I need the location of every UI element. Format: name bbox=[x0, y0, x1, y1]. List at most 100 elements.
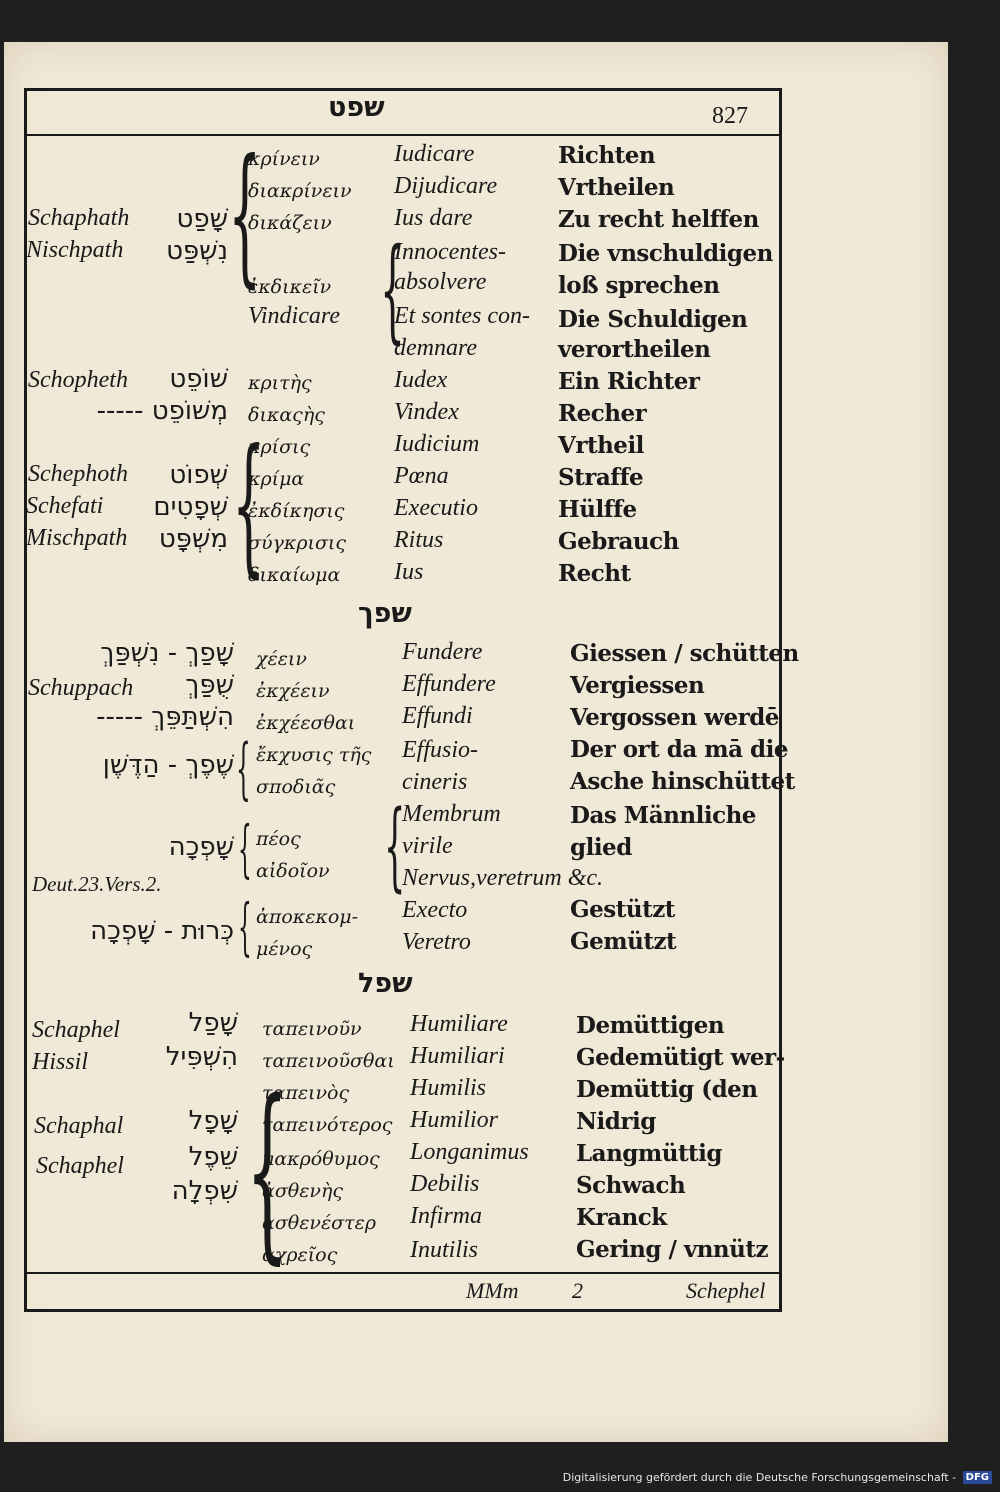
credit-text: Digitalisierung gefördert durch die Deut… bbox=[562, 1470, 957, 1484]
latin-equivalent: Et sontes con- bbox=[394, 303, 530, 329]
transliteration: Schaphel bbox=[36, 1153, 124, 1179]
german-equivalent: verortheilen bbox=[558, 336, 711, 363]
greek-equivalent: ἐκδικεῖν bbox=[248, 276, 332, 298]
latin-equivalent: Debilis bbox=[410, 1171, 480, 1197]
greek-equivalent: μακρόθυμος bbox=[262, 1148, 380, 1170]
greek-equivalent: ἐκχέειν bbox=[256, 680, 330, 702]
transliteration: Schuppach bbox=[28, 675, 134, 701]
german-equivalent: Schwach bbox=[576, 1172, 686, 1199]
hebrew-headword: כְּרוּת - שָׁפְכָה bbox=[90, 916, 234, 946]
greek-equivalent: ἀποκεκομ- bbox=[256, 906, 359, 928]
latin-equivalent: Effundi bbox=[402, 703, 473, 729]
brace-left-6: { bbox=[238, 812, 252, 885]
german-equivalent: Gering / vnnütz bbox=[576, 1236, 769, 1263]
brace-left-3: { bbox=[232, 418, 266, 592]
latin-equivalent: Ius bbox=[394, 559, 424, 585]
header-rule bbox=[24, 134, 782, 136]
greek-equivalent: σποδιᾶς bbox=[256, 776, 336, 798]
greek-equivalent: ταπεινὸς bbox=[262, 1082, 350, 1104]
hebrew-headword: שָׁפְכָה bbox=[168, 832, 234, 862]
latin-equivalent: Iudicare bbox=[394, 141, 475, 167]
german-equivalent: Ein Richter bbox=[558, 368, 700, 395]
greek-equivalent: μένος bbox=[256, 938, 313, 960]
greek-equivalent: διακρίνειν bbox=[248, 180, 352, 202]
greek-equivalent: ἔκχυσις τῆς bbox=[256, 744, 372, 766]
german-equivalent: Richten bbox=[558, 142, 656, 169]
greek-equivalent: πέος bbox=[256, 828, 301, 850]
latin-equivalent: Innocentes- bbox=[394, 239, 506, 265]
transliteration: Hissil bbox=[32, 1049, 89, 1075]
book-page bbox=[4, 42, 948, 1442]
latin-equivalent: demnare bbox=[394, 335, 478, 361]
german-equivalent: Vergiessen bbox=[570, 672, 705, 699]
german-equivalent: Vrtheilen bbox=[558, 174, 675, 201]
latin-equivalent: Pœna bbox=[394, 463, 449, 489]
greek-equivalent: δικαίωμα bbox=[248, 564, 341, 586]
transliteration: Schephoth bbox=[28, 461, 128, 487]
page-frame bbox=[24, 88, 782, 1312]
greek-equivalent: ἐκδίκησις bbox=[248, 500, 345, 522]
latin-equivalent: Humilior bbox=[410, 1107, 499, 1133]
greek-equivalent: σύγκρισις bbox=[248, 532, 347, 554]
german-equivalent: Demüttigen bbox=[576, 1012, 725, 1039]
german-equivalent: Die Schuldigen bbox=[558, 306, 748, 333]
greek-equivalent: ἀχρεῖος bbox=[262, 1244, 338, 1266]
hebrew-headword: שְׁפוֹט bbox=[169, 460, 228, 490]
section-title-hebrew: שפך bbox=[358, 598, 412, 629]
hebrew-headword: שֶׁפֶךְ - הַדֶּשֶׁן bbox=[102, 750, 234, 780]
latin-equivalent: Humilis bbox=[410, 1075, 487, 1101]
greek-equivalent: ἐκχέεσθαι bbox=[256, 712, 356, 734]
latin-equivalent: Executio bbox=[394, 495, 478, 521]
hebrew-headword: שָׁפַל bbox=[188, 1008, 238, 1038]
hebrew-headword: שָׁפַךְ - נִשְׁפַּךְ bbox=[100, 638, 234, 668]
transliteration: Schefati bbox=[26, 493, 104, 519]
greek-equivalent: δικαςὴς bbox=[248, 404, 325, 426]
signature-mark: MMm bbox=[466, 1278, 519, 1303]
transliteration: Nischpath bbox=[26, 237, 124, 263]
german-equivalent: Gebrauch bbox=[558, 528, 679, 555]
german-equivalent: Zu recht helffen bbox=[558, 206, 759, 233]
latin-equivalent: Humiliari bbox=[410, 1043, 505, 1069]
footer-rule bbox=[24, 1272, 782, 1274]
greek-equivalent: κρίμα bbox=[248, 468, 305, 490]
hebrew-headword: שְׁפָטִים bbox=[153, 492, 228, 522]
latin-equivalent: Ius dare bbox=[394, 205, 473, 231]
german-equivalent: Asche hinschüttet bbox=[570, 768, 795, 795]
hebrew-headword: שֻׁפַּךְ bbox=[185, 670, 234, 700]
greek-equivalent: ταπεινοῦσθαι bbox=[262, 1050, 395, 1072]
digitization-credit: Digitalisierung gefördert durch die Deut… bbox=[562, 1470, 992, 1484]
latin-equivalent: Fundere bbox=[402, 639, 483, 665]
transliteration: Schaphal bbox=[34, 1113, 124, 1139]
latin-equivalent: Vindex bbox=[394, 399, 459, 425]
brace-left-2: { bbox=[380, 225, 405, 355]
german-equivalent: Vrtheil bbox=[558, 432, 644, 459]
greek-equivalent: ταπεινότερος bbox=[262, 1114, 393, 1136]
section-title-hebrew: שפל bbox=[358, 968, 413, 999]
latin-equivalent: Inutilis bbox=[410, 1237, 479, 1263]
german-equivalent: Recht bbox=[558, 560, 631, 587]
greek-equivalent: ἀσθενέστερ bbox=[262, 1212, 377, 1234]
brace-left-4: { bbox=[236, 730, 251, 807]
greek-equivalent: δικάζειν bbox=[248, 212, 332, 234]
latin-equivalent: Dijudicare bbox=[394, 173, 498, 199]
frame-tick bbox=[24, 96, 26, 118]
latin-equivalent: Iudex bbox=[394, 367, 448, 393]
german-equivalent: Das Männliche bbox=[570, 802, 756, 829]
german-equivalent: Gestützt bbox=[570, 896, 675, 923]
german-equivalent: Recher bbox=[558, 400, 647, 427]
hebrew-headword: הִשְׁתַּפֵּךְ ----- bbox=[96, 702, 234, 732]
hebrew-headword: שָׁפַט bbox=[176, 204, 228, 234]
latin-equivalent: Execto bbox=[402, 897, 468, 923]
german-equivalent: Der ort da mā die bbox=[570, 736, 789, 763]
greek-equivalent: κρίσις bbox=[248, 436, 311, 458]
hebrew-headword: מִשְׁפָּט bbox=[158, 524, 228, 554]
greek-equivalent: ταπεινοῦν bbox=[262, 1018, 362, 1040]
german-equivalent: Gedemütigt wer- bbox=[576, 1044, 785, 1071]
greek-equivalent: κρίνειν bbox=[248, 148, 320, 170]
german-equivalent: Kranck bbox=[576, 1204, 667, 1231]
latin-equivalent: Longanimus bbox=[410, 1139, 529, 1165]
greek-equivalent: αἰδοῖον bbox=[256, 860, 330, 882]
german-equivalent: Straffe bbox=[558, 464, 644, 491]
latin-equivalent: absolvere bbox=[394, 269, 487, 295]
german-equivalent: Hülffe bbox=[558, 496, 637, 523]
